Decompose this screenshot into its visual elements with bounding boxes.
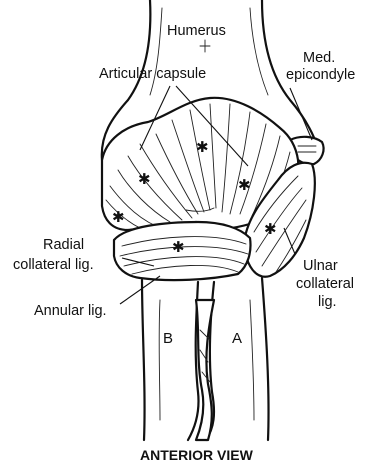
label-radial-collateral-line1: Radial bbox=[43, 237, 84, 253]
label-annular-lig: Annular lig. bbox=[34, 303, 107, 319]
label-radial-collateral-line2: collateral lig. bbox=[13, 257, 94, 273]
label-med-epicondyle-line2: epicondyle bbox=[286, 67, 355, 83]
annular-marker: ✱ bbox=[172, 238, 185, 256]
label-ulnar-collateral-line2: collateral bbox=[296, 276, 354, 292]
label-ulnar-collateral-line3: lig. bbox=[318, 294, 337, 310]
caption-anterior-view: ANTERIOR VIEW bbox=[140, 447, 254, 463]
label-bone-b: B bbox=[163, 330, 173, 347]
radius-bone-b bbox=[142, 280, 199, 440]
label-ulnar-collateral-line1: Ulnar bbox=[303, 258, 338, 274]
annular-ligament: ✱ bbox=[114, 222, 251, 280]
svg-text:✱: ✱ bbox=[196, 138, 209, 156]
label-bone-a: A bbox=[232, 330, 242, 347]
svg-text:✱: ✱ bbox=[238, 176, 251, 194]
label-med-epicondyle-line1: Med. bbox=[303, 50, 335, 66]
label-articular-capsule: Articular capsule bbox=[99, 66, 206, 82]
svg-text:✱: ✱ bbox=[138, 170, 151, 188]
ulna-bone-a bbox=[206, 278, 269, 440]
ulnar-marker: ✱ bbox=[264, 220, 277, 238]
svg-text:✱: ✱ bbox=[112, 208, 125, 226]
label-humerus: Humerus bbox=[167, 23, 226, 39]
